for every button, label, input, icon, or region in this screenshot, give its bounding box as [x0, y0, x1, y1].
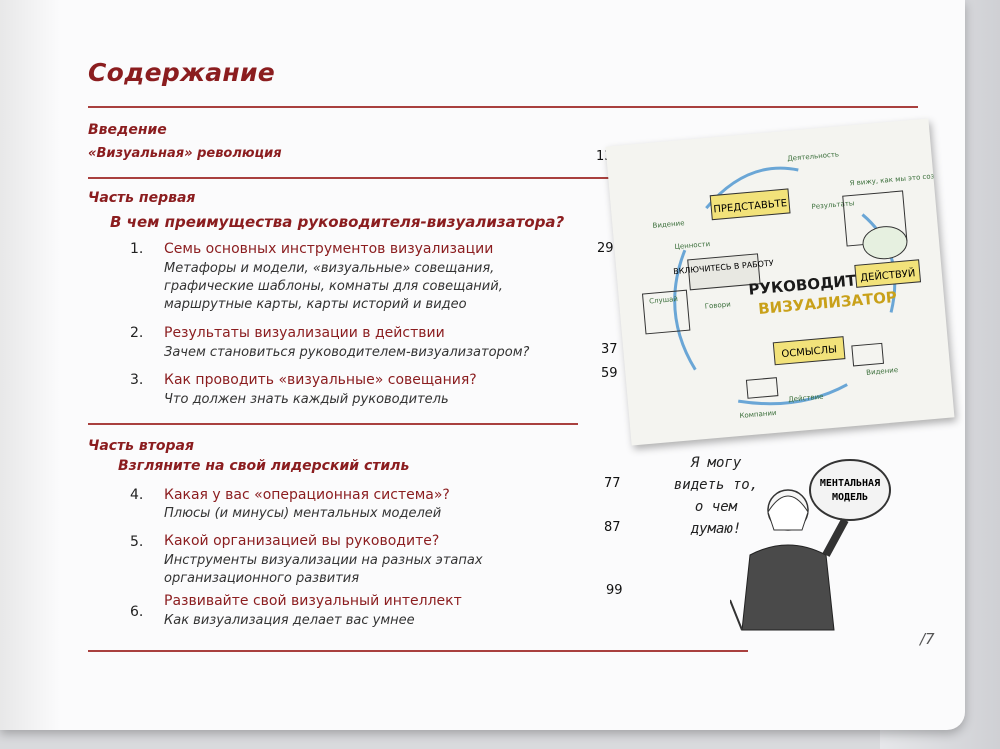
person-other-arm [730, 599, 743, 631]
intro-entry: «Визуальная» революция [88, 146, 282, 161]
chapter-description: Плюсы (и минусы) ментальных моделей [164, 506, 442, 521]
chapter-number: 3. [130, 372, 144, 388]
bubble-line1: МЕНТАЛЬНАЯ [820, 478, 880, 489]
chapter-description: Инструменты визуализации на разных этапа… [164, 553, 483, 586]
box-reflect-label: ОСМЫСЛЫ [781, 344, 837, 360]
page-number: 77 [604, 476, 621, 491]
person-arm [822, 518, 849, 557]
label-results: Результаты [811, 199, 855, 211]
page-shadow [0, 0, 60, 730]
cycle-arrow [673, 249, 697, 371]
divider-rule [88, 106, 918, 108]
chapter-title: Развивайте свой визуальный интеллект [164, 593, 462, 609]
box-reflect [772, 336, 846, 366]
chapter-number: 4. [130, 487, 144, 503]
chapter-title: Семь основных инструментов визуализации [164, 241, 494, 257]
chapter-title: Какой организацией вы руководите? [164, 533, 440, 549]
chapter-description: Как визуализация делает вас умнее [164, 613, 415, 628]
chapter-description: Зачем становиться руководителем-визуализ… [164, 345, 530, 360]
chapter-title: Как проводить «визуальные» совещания? [164, 372, 477, 388]
chapter-number: 5. [130, 534, 144, 550]
label-speak: Говори [705, 300, 732, 310]
label-listen: Слушай [649, 295, 678, 305]
bubble-line2: МОДЕЛЬ [832, 492, 868, 503]
person-sketch: МЕНТАЛЬНАЯ МОДЕЛЬ [730, 459, 891, 631]
divider-rule [88, 650, 748, 652]
person-hair [767, 495, 809, 531]
chapter-title: Результаты визуализации в действии [164, 325, 445, 341]
chapter-description: Метафоры и модели, «визуальные» совещани… [164, 261, 503, 312]
speech-callout: Я могу видеть то, о чем думаю! [673, 455, 759, 537]
part-label: Часть вторая [88, 438, 194, 454]
chapter-number: 2. [130, 325, 144, 341]
chapter-number: 6. [130, 604, 144, 620]
visual-leader-diagram: ПРЕДСТАВЬТЕ ВКЛЮЧИТЕСЬ В РАБОТУ РУКОВОДИ… [641, 150, 953, 420]
box-act [854, 259, 922, 288]
intro-heading: Введение [88, 122, 167, 138]
sketch-screen [745, 377, 779, 399]
divider-rule [88, 423, 578, 425]
page-number: 37 [601, 342, 618, 357]
label-vision-2: Видение [866, 366, 899, 377]
page-folio: /7 [920, 630, 935, 648]
book-page: Содержание Введение «Визуальная» революц… [0, 0, 965, 730]
label-values: Ценности [674, 240, 710, 251]
label-vision: Видение [652, 219, 685, 230]
cycle-arrow [737, 383, 848, 406]
sketch-bubble [862, 226, 908, 260]
page-number: 59 [601, 366, 618, 381]
thought-bubble [809, 459, 891, 521]
sketch-chart [851, 342, 885, 367]
part-title: В чем преимущества руководителя-визуализ… [110, 213, 565, 231]
label-action: Действие [788, 393, 824, 404]
sketch-meeting [641, 289, 691, 335]
page-title: Содержание [88, 58, 276, 87]
label-activity: Деятельность [787, 150, 839, 162]
label-i-see: Я вижу, как мы это создаем [849, 171, 953, 188]
box-imagine [709, 188, 791, 221]
page-number: 99 [606, 583, 623, 598]
page-number: 87 [604, 520, 621, 535]
chapter-title: Какая у вас «операционная система»? [164, 487, 450, 503]
label-companies: Компании [739, 409, 777, 420]
chapter-description: Что должен знать каждый руководитель [164, 392, 449, 407]
chapter-number: 1. [130, 241, 144, 257]
part-label: Часть первая [88, 190, 196, 206]
illustration-card: ПРЕДСТАВЬТЕ ВКЛЮЧИТЕСЬ В РАБОТУ РУКОВОДИ… [605, 118, 955, 446]
page-number: 29 [597, 241, 614, 256]
part-title: Взгляните на свой лидерский стиль [118, 458, 410, 474]
divider-rule [88, 177, 918, 179]
box-engage [687, 253, 761, 291]
person-shirt [741, 544, 835, 631]
